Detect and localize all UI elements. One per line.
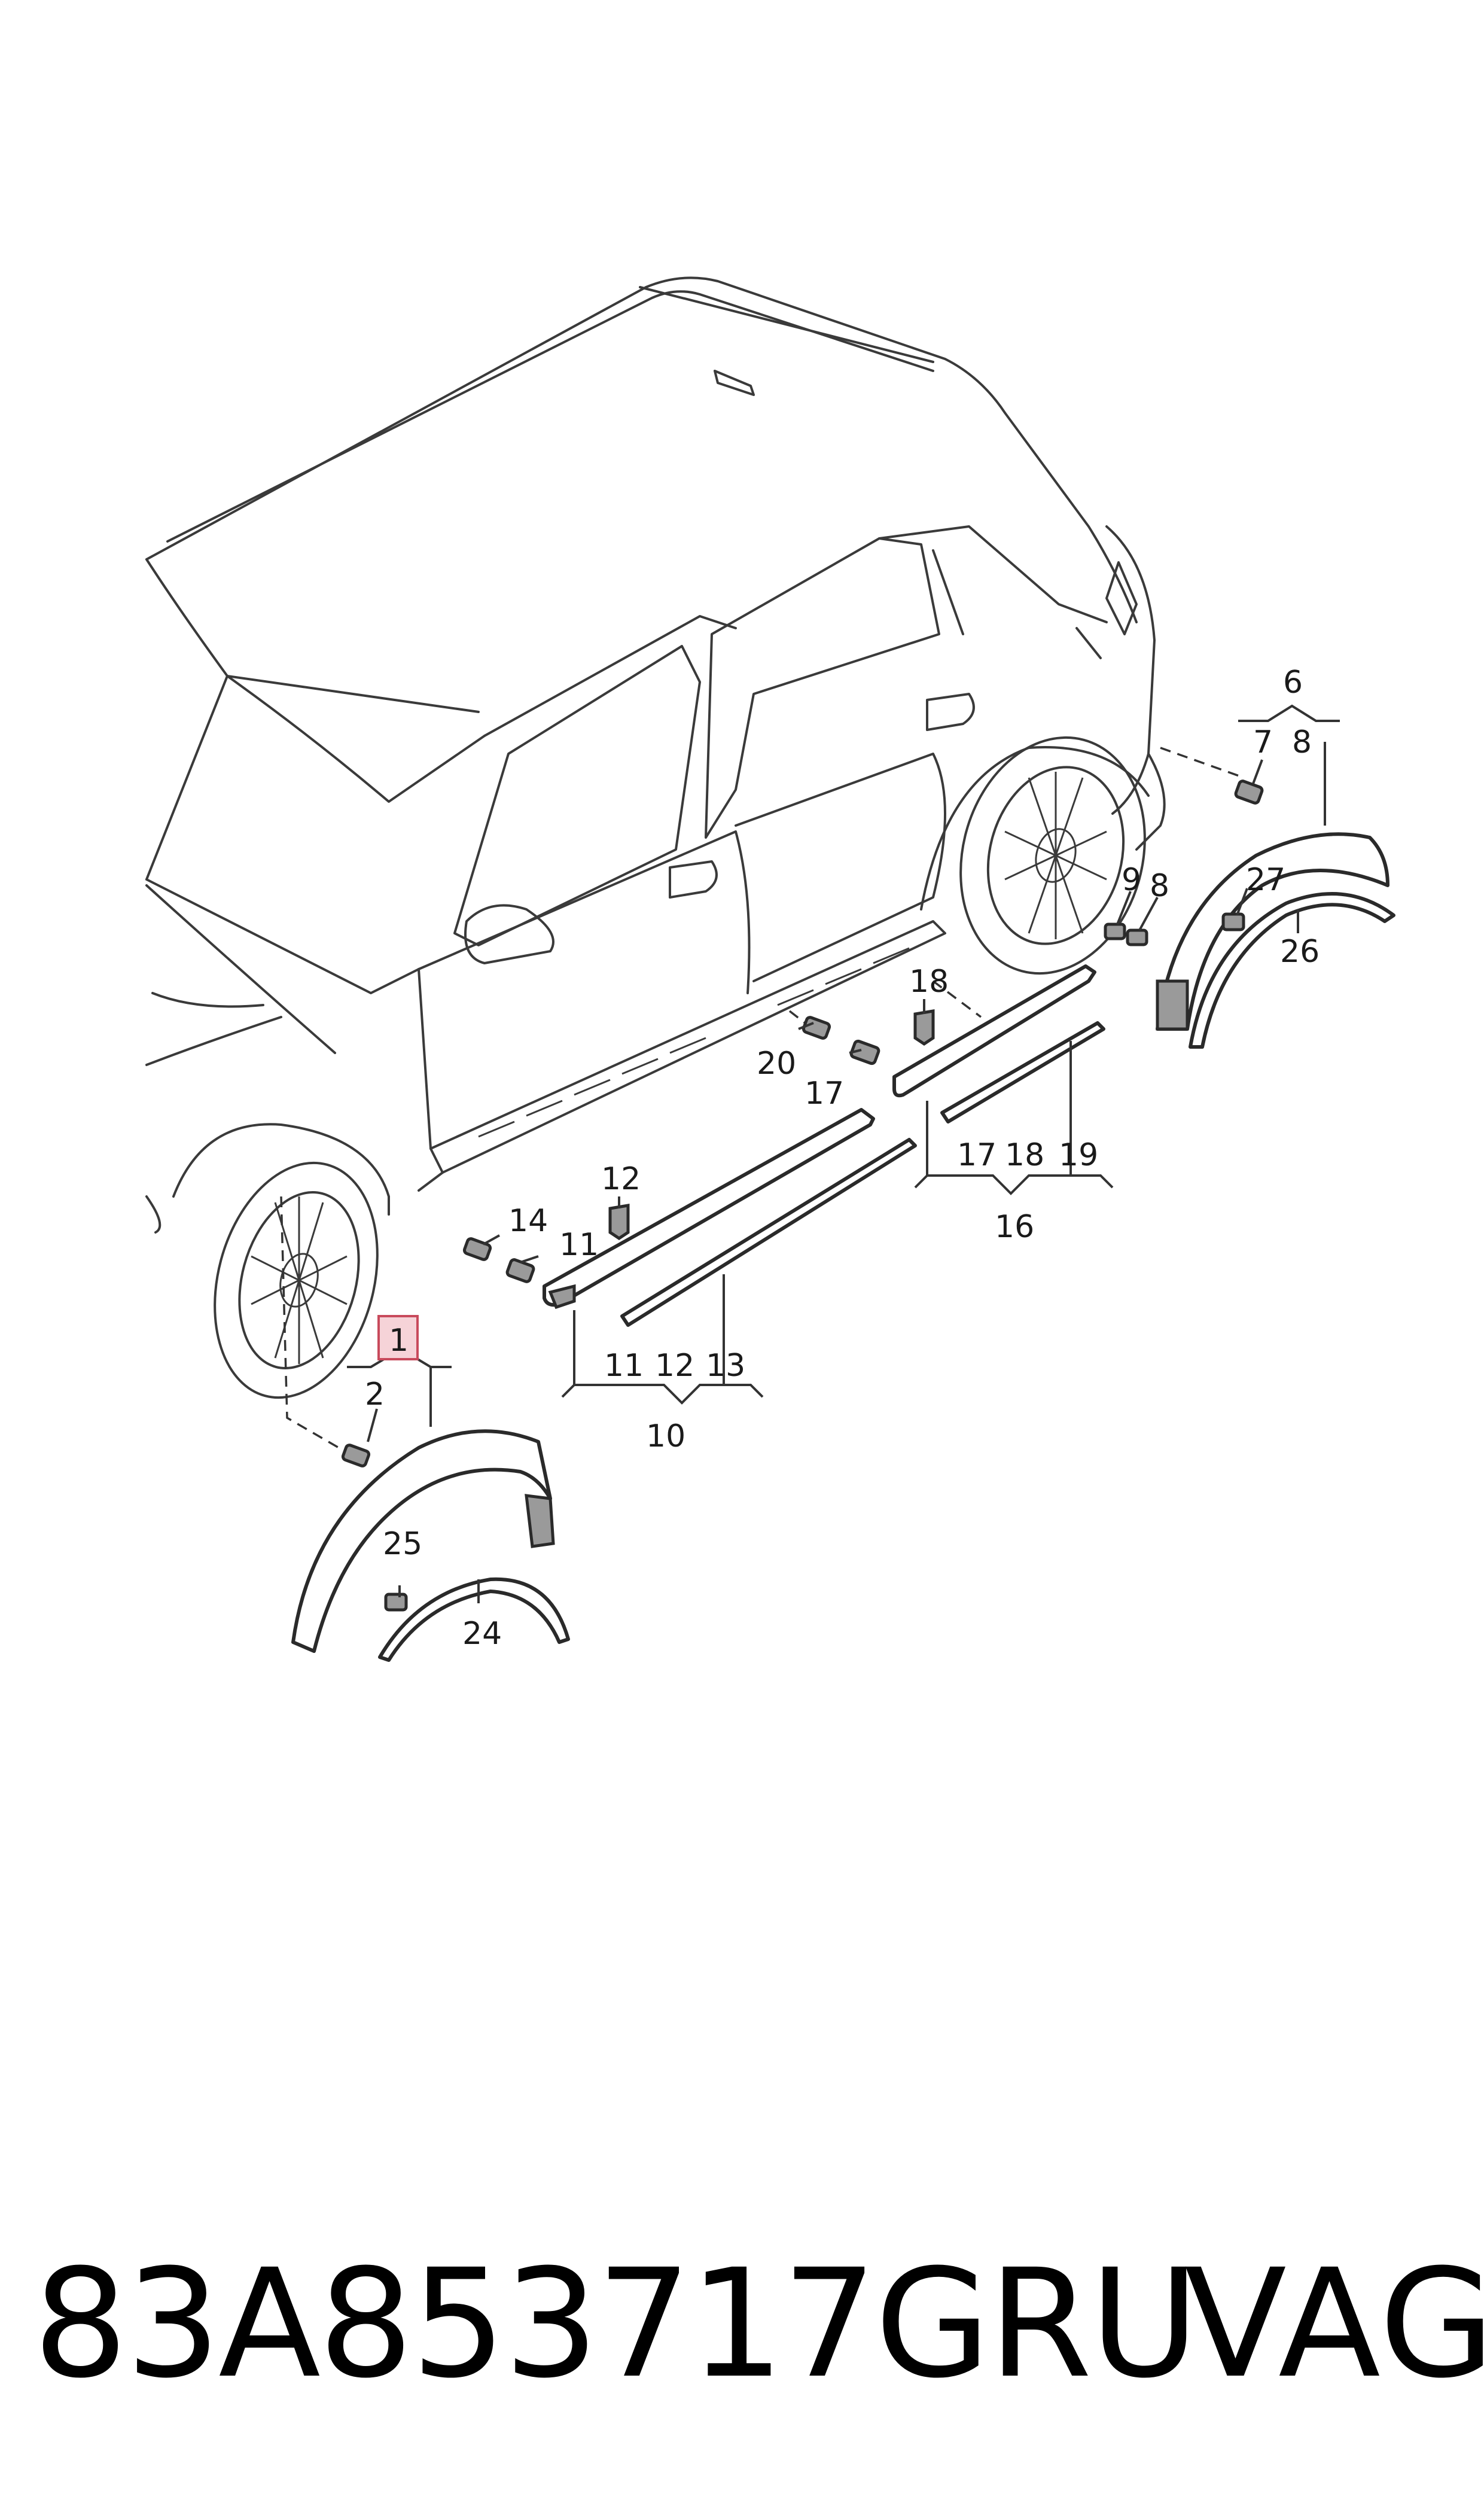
- callout-1: 1: [389, 1323, 409, 1359]
- callout-8a: 8: [1292, 724, 1312, 760]
- clip-17: [849, 1039, 880, 1065]
- rear-door-moulding: [892, 964, 1096, 1098]
- brand-label: VAG: [1184, 2237, 1484, 2411]
- callout-14: 14: [508, 1203, 548, 1239]
- clip-12: [608, 1204, 630, 1241]
- screw-9: [1104, 922, 1126, 940]
- clip-25: [384, 1593, 408, 1612]
- callout-20: 20: [757, 1046, 796, 1082]
- callout-11b: 11: [604, 1348, 644, 1384]
- part-number: 83A853717GRU: [33, 2237, 1199, 2411]
- clip-27: [1221, 912, 1245, 931]
- callout-18b: 18: [1005, 1137, 1044, 1173]
- callout-25: 25: [383, 1526, 422, 1562]
- rear-arch-fitting-line: [1160, 747, 1245, 779]
- callout-labels: 1 2 25 24 6 7 8 27 26 9 8 18 20 17 17 18…: [365, 665, 1320, 1652]
- callout-12b: 12: [655, 1348, 694, 1384]
- callout-11a: 11: [559, 1227, 599, 1263]
- callout-17a: 17: [805, 1076, 844, 1112]
- front-arch-liner-strip: [378, 1577, 570, 1662]
- part-number-footer: 83A853717GRU VAG: [33, 2234, 1484, 2414]
- callout-27: 27: [1246, 862, 1285, 898]
- callout-16: 16: [995, 1209, 1034, 1245]
- callout-10: 10: [646, 1418, 685, 1454]
- clip-18: [913, 1009, 935, 1046]
- clip-11: [505, 1258, 535, 1283]
- callout-6: 6: [1283, 665, 1303, 701]
- clip-7: [1234, 780, 1264, 805]
- callout-9: 9: [1122, 862, 1141, 898]
- car-outline: [145, 276, 1166, 1399]
- callout-7: 7: [1253, 724, 1273, 760]
- callout-19: 19: [1059, 1137, 1098, 1173]
- leader-lines: [347, 704, 1340, 1603]
- callout-24: 24: [462, 1616, 502, 1652]
- callout-8b: 8: [1150, 868, 1169, 904]
- callout-26: 26: [1280, 934, 1320, 970]
- front-wheel-arch-trim: [291, 1429, 552, 1653]
- callout-18a: 18: [909, 964, 949, 1000]
- front-arch-fitting-line: [280, 1196, 345, 1452]
- front-door-moulding: [543, 1108, 875, 1307]
- highlight-box-1: [377, 1315, 419, 1360]
- clip-2: [341, 1444, 371, 1467]
- callout-12a: 12: [601, 1161, 641, 1197]
- callout-17b: 17: [957, 1137, 997, 1173]
- clip-20: [802, 1016, 831, 1040]
- callout-2: 2: [365, 1377, 385, 1412]
- screw-8: [1126, 928, 1148, 946]
- rear-arch-liner-strip: [1189, 892, 1395, 1049]
- callout-13: 13: [706, 1348, 745, 1384]
